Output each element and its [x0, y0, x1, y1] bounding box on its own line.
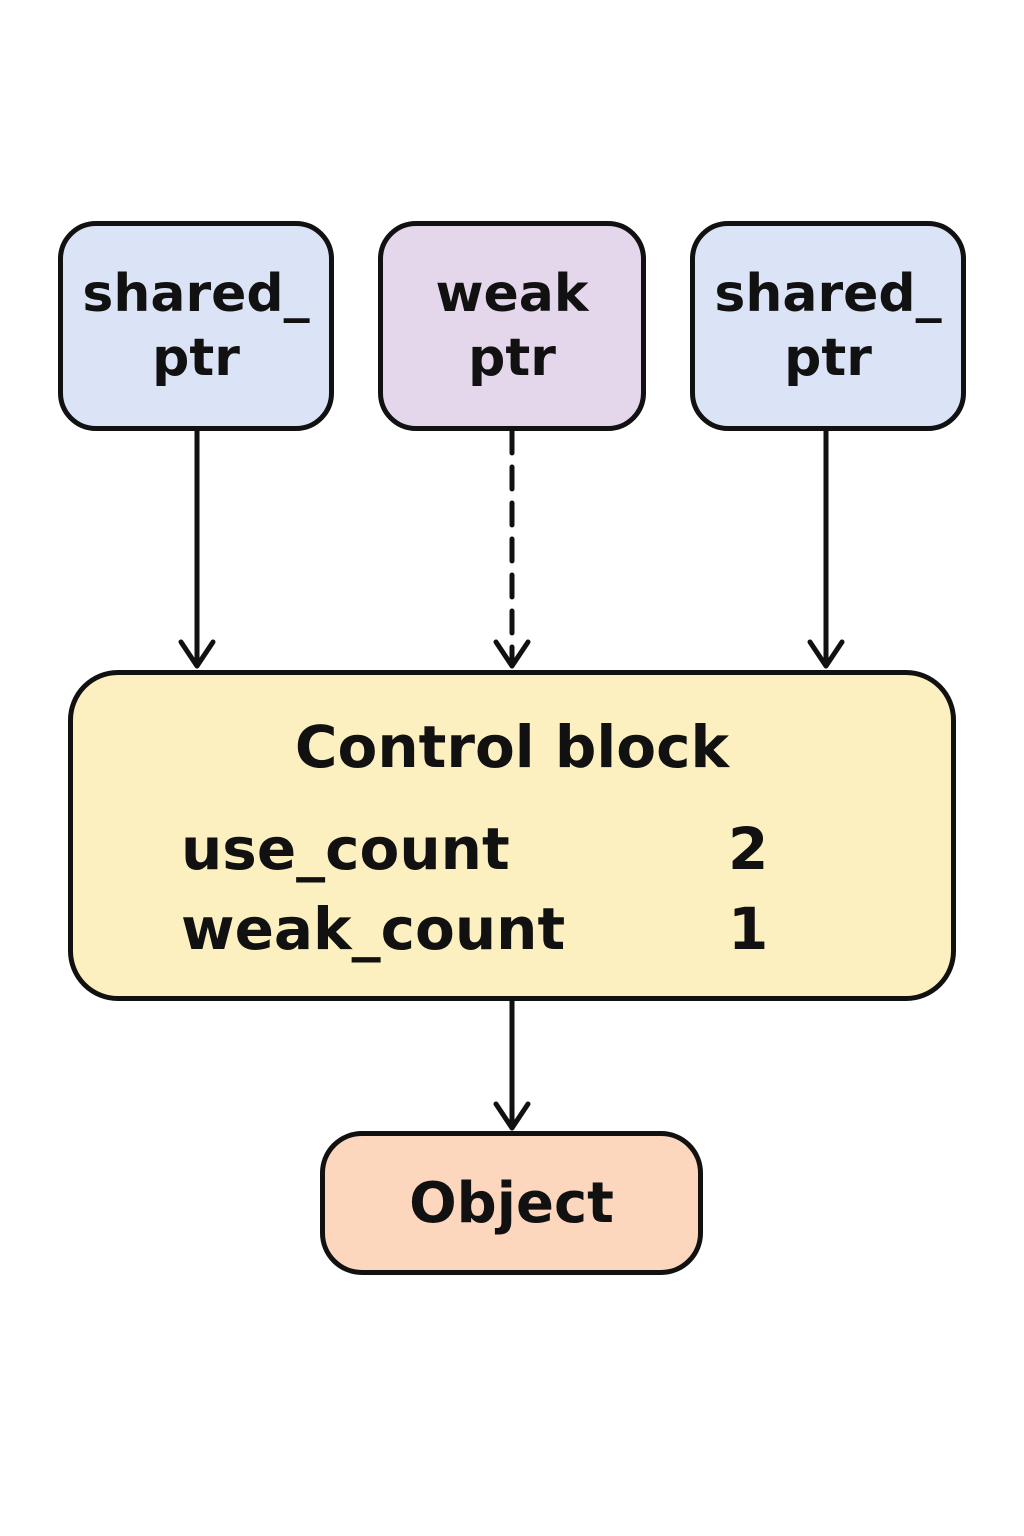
- object-node: Object: [320, 1131, 703, 1275]
- shared-ptr-label-line2: ptr: [784, 328, 872, 388]
- weak-count-value: 1: [728, 895, 769, 963]
- shared-ptr-label-line1: shared_: [82, 264, 310, 324]
- weak-ptr-label-line1: weak: [435, 264, 589, 324]
- use-count-label: use_count: [181, 815, 510, 883]
- shared-ptr-label-line1: shared_: [714, 264, 942, 324]
- weak-ptr-node: weak ptr: [378, 221, 646, 431]
- weak-ptr-label-line2: ptr: [468, 328, 556, 388]
- control-block-title: Control block: [294, 713, 730, 781]
- arrowhead-shared-ptr-right: [807, 639, 845, 669]
- arrowhead-weak-ptr: [493, 639, 531, 669]
- control-block-node: Control block use_count 2 weak_count 1: [68, 670, 956, 1001]
- shared-ptr-node-left: shared_ ptr: [58, 221, 334, 431]
- weak-count-label: weak_count: [181, 895, 566, 963]
- shared-ptr-label-line2: ptr: [152, 328, 240, 388]
- arrowhead-shared-ptr-left: [178, 639, 216, 669]
- shared-ptr-node-right: shared_ ptr: [690, 221, 966, 431]
- object-label: Object: [409, 1170, 614, 1236]
- use-count-value: 2: [728, 815, 769, 883]
- arrowhead-object: [493, 1101, 531, 1131]
